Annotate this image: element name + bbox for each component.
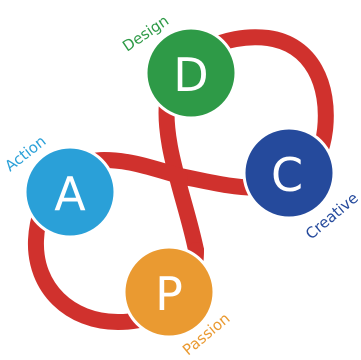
creative-circle (242, 126, 336, 220)
node-design: D (144, 26, 238, 120)
design-letter: D (173, 48, 208, 102)
creative-letter: C (271, 148, 303, 202)
passion-letter: P (155, 267, 183, 321)
node-passion: P (122, 245, 216, 339)
action-letter: A (54, 167, 86, 221)
node-creative: C (242, 126, 336, 220)
node-action: A (23, 145, 117, 239)
passion-circle (122, 245, 216, 339)
action-circle (23, 145, 117, 239)
design-circle (144, 26, 238, 120)
